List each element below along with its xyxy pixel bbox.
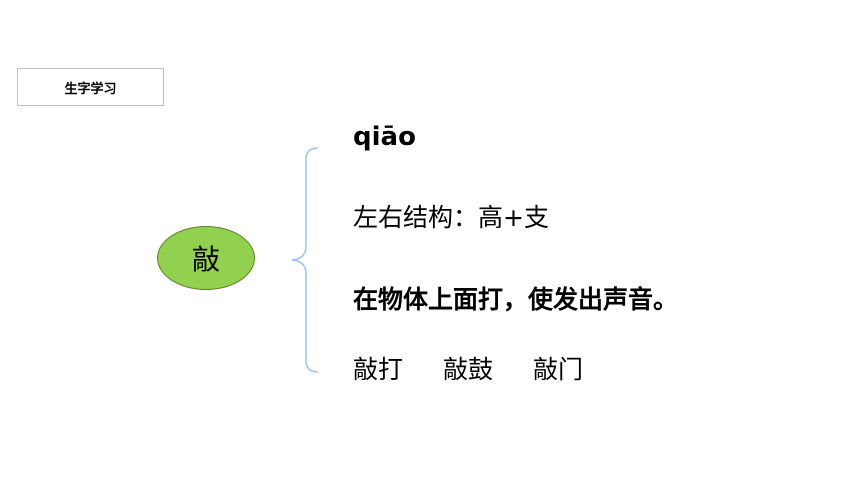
word-item: 敲鼓 <box>443 355 494 384</box>
left-brace <box>291 147 319 373</box>
brace-path <box>291 147 319 373</box>
pinyin-text: qiāo <box>353 122 416 152</box>
word-list: 敲打 敲鼓 敲门 <box>353 350 623 386</box>
word-item: 敲门 <box>533 355 584 384</box>
section-title: 生字学习 <box>64 81 117 97</box>
section-title-box: 生字学习 <box>17 68 164 106</box>
character-glyph: 敲 <box>191 243 220 276</box>
structure-text: 左右结构：高+支 <box>353 203 549 232</box>
word-item: 敲打 <box>353 355 404 384</box>
meaning-text: 在物体上面打，使发出声音。 <box>353 285 679 314</box>
character-ellipse: 敲 <box>157 226 255 290</box>
